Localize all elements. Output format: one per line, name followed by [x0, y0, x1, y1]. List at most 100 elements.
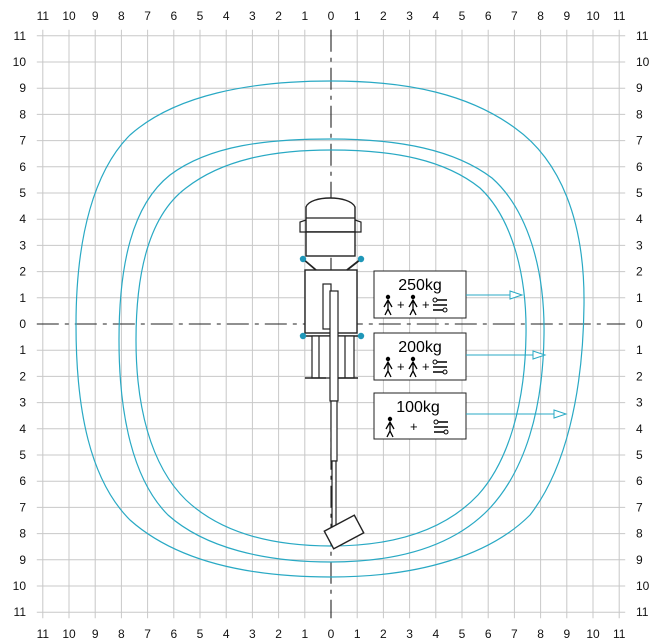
tick-label-top: 7 — [511, 9, 518, 23]
arrow-250kg — [509, 290, 524, 300]
tick-label-top: 1 — [354, 9, 361, 23]
tick-label-right: 7 — [636, 134, 643, 148]
tick-label-top: 11 — [37, 9, 50, 23]
tick-label-top: 5 — [459, 9, 466, 23]
tick-label-bottom: 6 — [485, 627, 492, 641]
tick-label-right: 8 — [636, 107, 643, 121]
tick-label-left: 9 — [19, 81, 26, 95]
tick-label-right: 3 — [636, 238, 643, 252]
tick-label-right: 1 — [636, 291, 643, 305]
load-box-250kg: 250kg ++ — [373, 270, 524, 319]
tick-label-bottom: 7 — [511, 627, 518, 641]
tick-label-left: 6 — [19, 474, 26, 488]
tick-label-bottom: 7 — [144, 627, 151, 641]
tick-label-bottom: 11 — [37, 627, 50, 641]
tick-label-bottom: 10 — [586, 627, 600, 641]
tick-label-left: 3 — [19, 238, 26, 252]
tick-label-right: 3 — [636, 396, 643, 410]
tick-label-left: 2 — [19, 265, 26, 279]
tick-label-top: 0 — [328, 9, 335, 23]
tick-label-bottom: 1 — [301, 627, 308, 641]
svg-text:+: + — [410, 419, 418, 434]
tick-label-left: 3 — [19, 396, 26, 410]
tick-label-top: 11 — [613, 9, 626, 23]
tick-label-right: 6 — [636, 474, 643, 488]
tick-label-right: 11 — [636, 605, 649, 619]
tick-label-right: 0 — [636, 317, 643, 331]
vehicle-cab — [305, 197, 356, 233]
load-box-200kg: 200kg ++ — [373, 332, 547, 381]
tick-label-left: 11 — [14, 605, 27, 619]
tick-label-top: 10 — [586, 9, 600, 23]
envelope-200kg — [118, 138, 545, 563]
tick-label-left: 5 — [19, 448, 26, 462]
tick-label-bottom: 5 — [459, 627, 466, 641]
tick-label-right: 8 — [636, 527, 643, 541]
tick-label-top: 3 — [249, 9, 256, 23]
arrow-100kg — [553, 409, 568, 419]
mirror-right — [354, 219, 362, 233]
tick-label-left: 7 — [19, 134, 26, 148]
tick-label-bottom: 3 — [406, 627, 413, 641]
envelope-100kg — [75, 80, 585, 578]
tick-label-right: 9 — [636, 81, 643, 95]
tick-label-bottom: 5 — [197, 627, 204, 641]
tick-label-left: 7 — [19, 500, 26, 514]
mirror-left — [299, 219, 307, 233]
tick-label-left: 10 — [13, 55, 27, 69]
tick-label-top: 4 — [432, 9, 439, 23]
tick-label-bottom: 3 — [249, 627, 256, 641]
tick-label-bottom: 10 — [62, 627, 76, 641]
load-label-100kg: 100kg — [396, 399, 440, 416]
tick-label-top: 9 — [92, 9, 99, 23]
tick-label-right: 6 — [636, 160, 643, 174]
tick-label-left: 1 — [19, 343, 26, 357]
person-tools-icon: + — [385, 416, 449, 438]
tick-label-top: 3 — [406, 9, 413, 23]
load-box-100kg: 100kg + — [373, 392, 568, 440]
svg-text:+: + — [397, 297, 405, 312]
tick-label-right: 4 — [636, 422, 643, 436]
tick-label-top: 9 — [563, 9, 570, 23]
svg-text:+: + — [397, 359, 405, 374]
tick-label-right: 2 — [636, 369, 643, 383]
tick-label-right: 7 — [636, 500, 643, 514]
tick-label-left: 5 — [19, 186, 26, 200]
tick-label-bottom: 11 — [613, 627, 626, 641]
load-label-250kg: 250kg — [398, 277, 442, 294]
tick-label-right: 5 — [636, 186, 643, 200]
tick-label-left: 4 — [19, 422, 26, 436]
person-tools-icon: ++ — [383, 356, 448, 378]
vehicle — [299, 197, 365, 550]
tick-label-top: 2 — [275, 9, 282, 23]
tick-label-top: 2 — [380, 9, 387, 23]
tick-label-top: 4 — [223, 9, 230, 23]
tick-label-left: 8 — [19, 107, 26, 121]
load-label-200kg: 200kg — [398, 339, 442, 356]
tick-label-top: 7 — [144, 9, 151, 23]
tick-label-bottom: 1 — [354, 627, 361, 641]
tick-label-left: 9 — [19, 553, 26, 567]
tick-label-bottom: 2 — [275, 627, 282, 641]
boom-section-2 — [330, 400, 338, 462]
tick-label-bottom: 9 — [92, 627, 99, 641]
tick-label-left: 1 — [19, 291, 26, 305]
tick-label-bottom: 6 — [170, 627, 177, 641]
svg-text:+: + — [422, 297, 430, 312]
tick-label-right: 10 — [636, 55, 650, 69]
platform-basket — [323, 514, 365, 550]
tick-label-left: 11 — [14, 29, 27, 43]
arrow-200kg — [532, 350, 547, 360]
tick-label-top: 6 — [485, 9, 492, 23]
boom-section-3 — [331, 460, 337, 532]
tick-label-bottom: 8 — [118, 627, 125, 641]
tick-label-left: 6 — [19, 160, 26, 174]
tick-label-top: 8 — [118, 9, 125, 23]
person-tools-icon: ++ — [383, 294, 448, 316]
boom-section-1 — [329, 290, 339, 402]
tick-label-bottom: 4 — [432, 627, 439, 641]
outrigger-joints — [299, 255, 365, 340]
tick-label-right: 9 — [636, 553, 643, 567]
tick-label-bottom: 2 — [380, 627, 387, 641]
